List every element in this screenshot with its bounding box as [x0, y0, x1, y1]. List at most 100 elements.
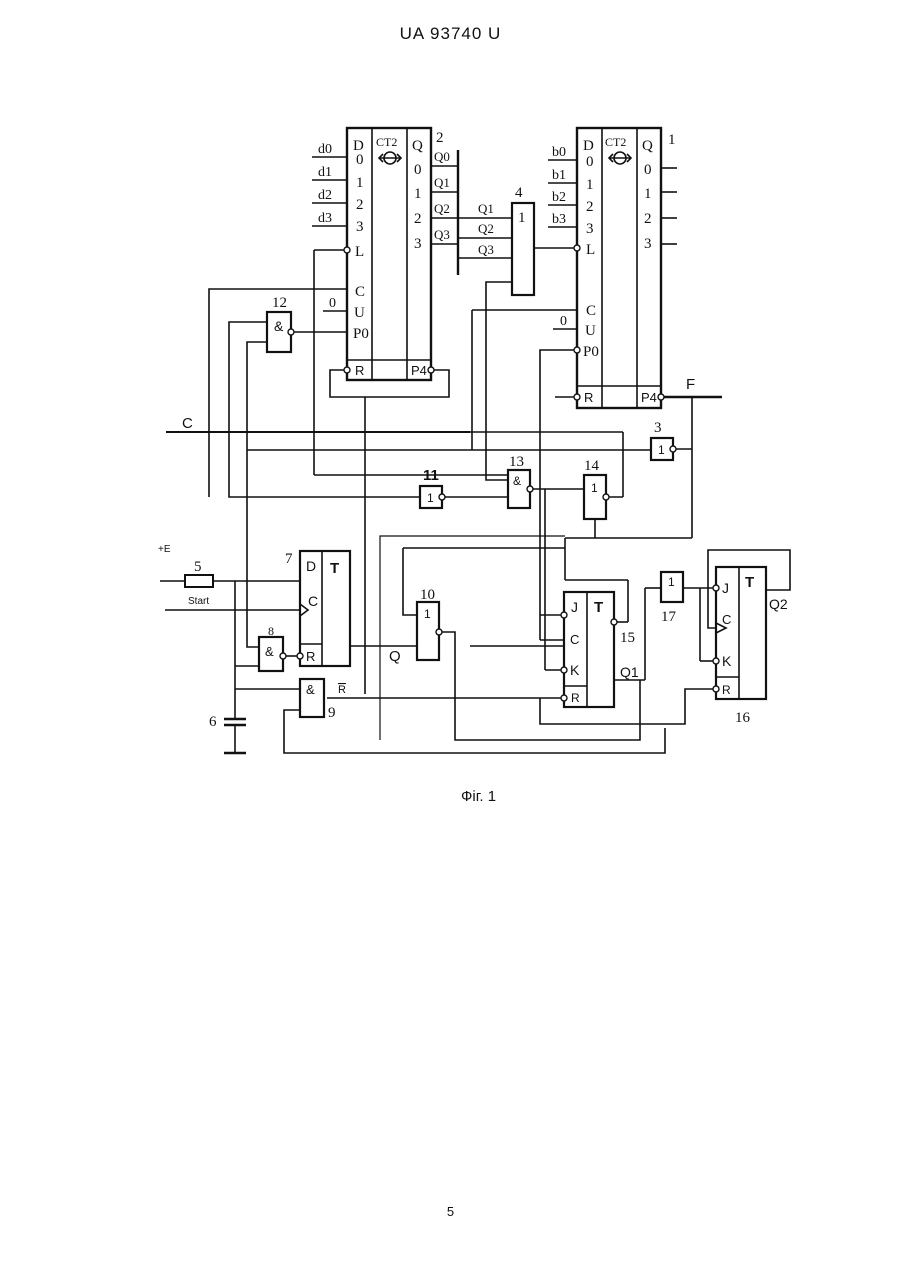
trigger-16-K: K: [722, 653, 732, 669]
label-u-zero-left: 0: [329, 296, 336, 311]
start-input-label: Start: [188, 596, 209, 607]
ct2-left-P0: P0: [353, 326, 369, 342]
ct2-right-P0: P0: [583, 344, 599, 360]
component-number-10: 10: [420, 587, 435, 603]
ct2-left-out1: 1: [414, 186, 422, 202]
gate-14-symbol: 1: [591, 481, 598, 495]
page-number: 5: [0, 1204, 901, 1219]
component-number-8: 8: [268, 624, 274, 638]
ct2-left-U: U: [354, 305, 365, 321]
trigger-7-T: T: [330, 560, 339, 577]
gate-10-symbol: 1: [424, 607, 431, 621]
component-number-17: 17: [661, 609, 677, 625]
ct2-right-U: U: [585, 323, 596, 339]
gate-12-symbol: &: [274, 318, 284, 334]
ct2-left-Q: Q: [412, 138, 423, 154]
component-number-3: 3: [654, 420, 662, 436]
ct2-left-in0: 0: [356, 152, 364, 168]
wiring: [160, 150, 790, 753]
ct2-left-in2: 2: [356, 197, 364, 213]
label-b1: b1: [552, 168, 566, 183]
label-d0: d0: [318, 142, 332, 157]
label-Q2-left: Q2: [434, 201, 450, 216]
ct2-right-in3: 3: [586, 221, 594, 237]
bidirectional-arrow-icon-left: [379, 152, 401, 164]
ct2-left-out2: 2: [414, 211, 422, 227]
trigger-15-R: R: [571, 691, 580, 705]
ct2-right-D: D: [583, 138, 594, 154]
trigger-15-C: C: [570, 632, 579, 647]
trigger-16-J: J: [722, 580, 729, 596]
label-u-zero-right: 0: [560, 314, 567, 329]
ct2-left-L: L: [355, 244, 364, 260]
component-number-15: 15: [620, 630, 635, 646]
signal-F: F: [686, 376, 695, 393]
trigger-16-R: R: [722, 683, 731, 697]
ct2-right-out1: 1: [644, 186, 652, 202]
label-Q2-gate: Q2: [478, 221, 494, 236]
figure-caption: Фіг. 1: [461, 788, 496, 805]
bidirectional-arrow-icon-right: [609, 152, 631, 164]
ct2-right-Q: Q: [642, 138, 653, 154]
label-Q1-left: Q1: [434, 175, 450, 190]
ct2-right-in2: 2: [586, 199, 594, 215]
ct2-left-title: CT2: [376, 135, 397, 149]
trigger-7-C: C: [308, 593, 318, 609]
ct2-right-out2: 2: [644, 211, 652, 227]
label-b0: b0: [552, 145, 566, 160]
gate-4-symbol: 1: [518, 210, 526, 226]
component-number-9: 9: [328, 705, 336, 721]
gate-11-symbol: 1: [427, 491, 434, 505]
ct2-right-in0: 0: [586, 154, 594, 170]
gate-13-symbol: &: [513, 474, 521, 488]
label-Q0: Q0: [434, 149, 450, 164]
component-number-2: 2: [436, 130, 444, 146]
capacitor-6: [224, 719, 246, 753]
label-b2: b2: [552, 190, 566, 205]
ct2-right-L: L: [586, 242, 595, 258]
gate-3-symbol: 1: [658, 443, 665, 457]
label-b3: b3: [552, 212, 566, 227]
component-number-11: 11: [423, 467, 439, 484]
ct2-left-R: R: [355, 363, 364, 378]
trigger-15-T: T: [594, 599, 603, 616]
trigger-15-K: K: [570, 662, 580, 678]
component-number-12: 12: [272, 295, 287, 311]
gate-9-symbol: &: [306, 682, 315, 697]
supply-plus-E: +E: [158, 544, 171, 555]
ct2-right-out3: 3: [644, 236, 652, 252]
signal-Q2: Q2: [769, 596, 788, 612]
ct2-right-R: R: [584, 390, 593, 405]
ct2-right-P4: P4: [641, 390, 657, 405]
component-number-16: 16: [735, 710, 751, 726]
component-number-5: 5: [194, 559, 202, 575]
trigger-7-R: R: [306, 649, 315, 664]
label-d3: d3: [318, 211, 332, 226]
ct2-right-out0: 0: [644, 162, 652, 178]
trigger-16-C: C: [722, 612, 731, 627]
ct2-right-in1: 1: [586, 177, 594, 193]
trigger-15-J: J: [571, 599, 578, 615]
component-number-14: 14: [584, 458, 600, 474]
trigger-7-D: D: [306, 558, 316, 574]
label-Q1-gate: Q1: [478, 201, 494, 216]
trigger-16-T: T: [745, 574, 754, 591]
gate-17-symbol: 1: [668, 575, 675, 589]
label-d2: d2: [318, 188, 332, 203]
ct2-left-in1: 1: [356, 175, 364, 191]
component-number-7: 7: [285, 551, 293, 567]
signal-C: C: [182, 415, 193, 432]
label-d1: d1: [318, 165, 332, 180]
resistor-5: [185, 575, 213, 587]
label-Q3-left: Q3: [434, 227, 450, 242]
ct2-left-in3: 3: [356, 219, 364, 235]
ct2-left-P4: P4: [411, 363, 427, 378]
ct2-left-C: C: [355, 284, 365, 300]
component-number-4: 4: [515, 185, 523, 201]
signal-Q: Q: [389, 648, 401, 665]
signal-Q1: Q1: [620, 664, 639, 680]
component-number-13: 13: [509, 454, 524, 470]
ct2-left-out3: 3: [414, 236, 422, 252]
ct2-right-title: CT2: [605, 135, 626, 149]
